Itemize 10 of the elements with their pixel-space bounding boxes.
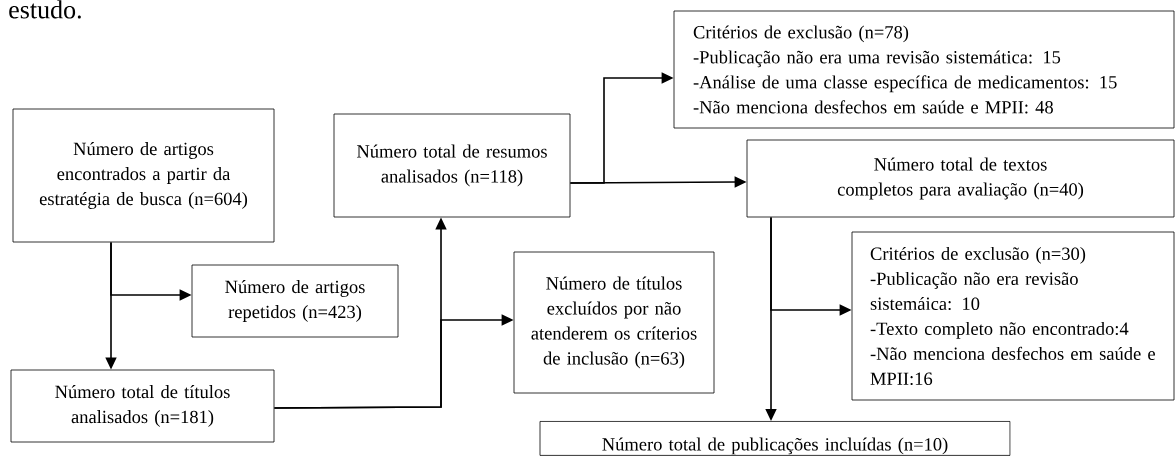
process-box: Número total de títulos analisados (n=181): [10, 369, 275, 443]
exclusion-box: Número de títulos excluídos por não atenderem os críterios de inclusão (n=63): [513, 251, 715, 394]
process-box: Número total de publicações incluídas (n=10): [539, 421, 1011, 456]
process-box: Número total de resumos analisados (n=118): [333, 113, 571, 218]
caption-text: estudo.: [9, 0, 81, 19]
exclusion-box: Número de artigos repetidos (n=423): [191, 264, 399, 338]
process-box: Número total de textos completos para avaliação (n=40): [746, 139, 1175, 218]
exclusion-box: Critérios de exclusão (n=30) -Publicação não era revisão sistemáica: 10 -Texto completo não encontrado:4 -Não menciona desfechos em saúde e MPII:16: [851, 231, 1175, 401]
process-box: Número de artigos encontrados a partir da estratégia de busca (n=604): [12, 108, 275, 243]
exclusion-box: Critérios de exclusão (n=78) -Publicação não era uma revisão sistemática: 15 -Análise de uma classe específica de medicamentos: 15 -Não menciona desfechos em saúde e MPII: 48: [673, 10, 1175, 129]
